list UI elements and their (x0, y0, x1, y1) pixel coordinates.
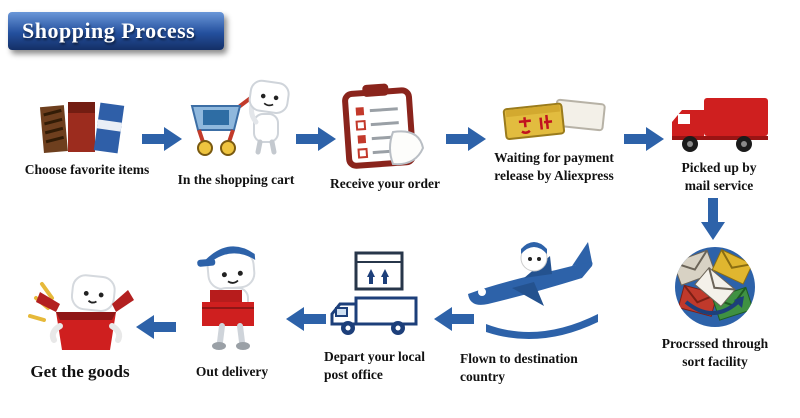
step-label: Depart your local post office (324, 349, 425, 382)
open-box-icon (28, 274, 134, 350)
sort-facility-icon (675, 247, 755, 327)
step-label: In the shopping cart (177, 172, 295, 187)
flow-arrow-4 (624, 126, 664, 152)
step-receive-order: Receive your order (324, 82, 446, 193)
flow-arrow-5 (434, 306, 474, 332)
step-label: Picked up by mail service (681, 160, 757, 193)
order-checklist-icon (342, 83, 425, 169)
step-label: Out delivery (195, 364, 269, 379)
left-arrow-icon (434, 307, 474, 331)
step-label: Choose favorite items (24, 162, 150, 177)
payment-card-icon (502, 98, 606, 140)
flow-arrow-2 (296, 126, 336, 152)
right-arrow-icon (446, 127, 486, 151)
left-arrow-icon (136, 315, 176, 339)
flow-arrow-6 (286, 306, 326, 332)
step-choose-items: Choose favorite items (18, 96, 156, 179)
step-out-delivery: Out delivery (180, 240, 284, 381)
flow-arrow-1 (142, 126, 182, 152)
post-office-truck-icon (330, 251, 417, 335)
page-title: Shopping Process (22, 18, 196, 43)
mail-truck-icon (672, 98, 768, 152)
airplane-icon (468, 242, 598, 340)
chinese-payment-mark (518, 117, 531, 134)
step-get-goods: Get the goods (10, 268, 150, 383)
favorite-items-icon (39, 102, 125, 154)
step-label: Procrssed through sort facility (661, 336, 769, 369)
right-arrow-icon (624, 127, 664, 151)
step-label: Waiting for payment release by Aliexpres… (494, 150, 614, 183)
step-picked-up: Picked up by mail service (656, 92, 782, 194)
step-label: Receive your order (330, 176, 440, 191)
right-arrow-icon (142, 127, 182, 151)
delivery-character-icon (197, 246, 256, 350)
step-payment-release: Waiting for payment release by Aliexpres… (478, 94, 630, 184)
shopping-cart-icon (190, 79, 290, 156)
flow-arrow-down (700, 198, 726, 240)
down-arrow-icon (701, 198, 725, 240)
left-arrow-icon (286, 307, 326, 331)
flow-arrow-7 (136, 314, 176, 340)
flow-arrow-3 (446, 126, 486, 152)
step-sort-facility: Procrssed through sort facility (650, 242, 780, 370)
step-label: Flown to destination country (460, 351, 578, 384)
step-shopping-cart: In the shopping cart (170, 76, 302, 189)
step-depart-post-office: Depart your local post office (324, 250, 432, 383)
step-flown: Flown to destination country (460, 232, 610, 385)
title-banner: Shopping Process (8, 12, 224, 50)
right-arrow-icon (296, 127, 336, 151)
step-label: Get the goods (30, 362, 130, 381)
